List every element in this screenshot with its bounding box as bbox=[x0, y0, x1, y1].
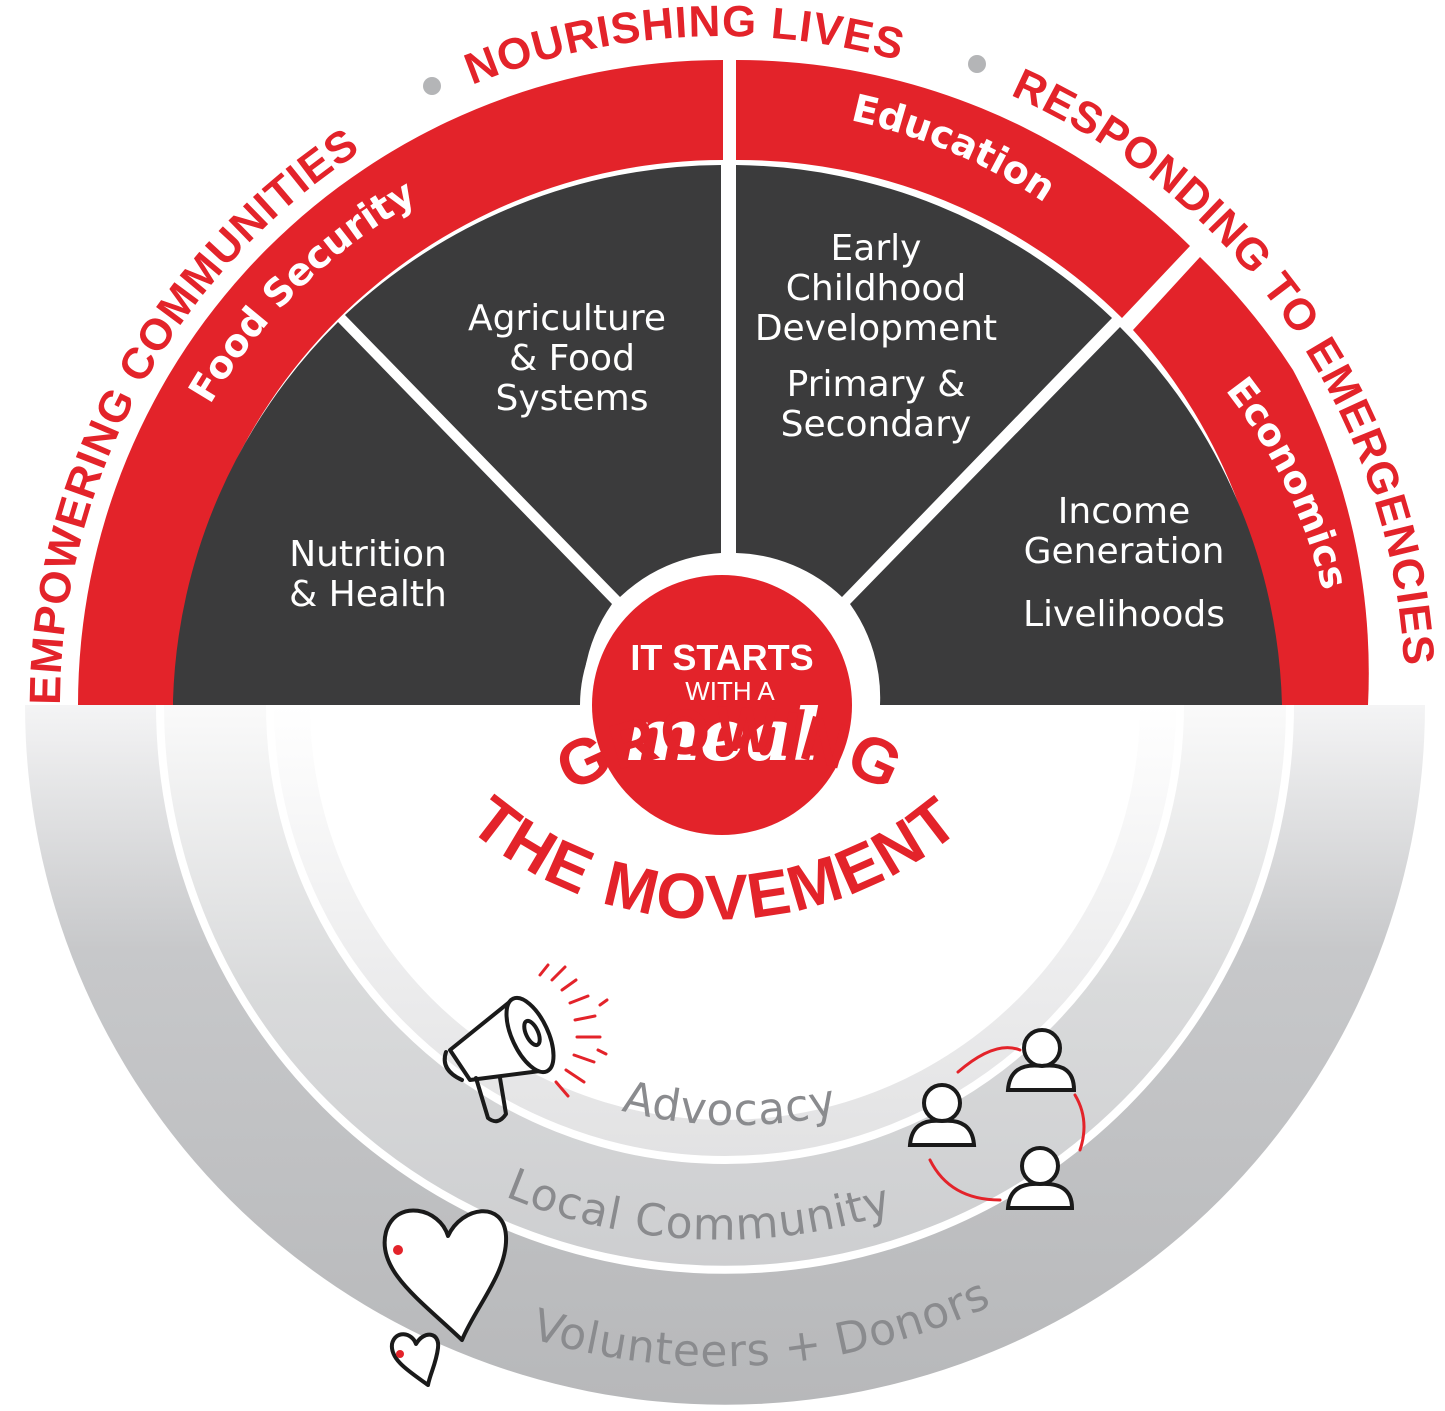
logo-line-1: IT STARTS bbox=[630, 637, 813, 678]
logo-line-3: meal bbox=[624, 692, 820, 777]
wedge-text-economics: Income Generation Livelihoods bbox=[1023, 491, 1225, 635]
people-network-icon bbox=[907, 1028, 1086, 1210]
wedge-line: Livelihoods bbox=[1023, 594, 1225, 635]
separator-dot bbox=[968, 55, 986, 73]
logo-line-2: WITH A bbox=[685, 676, 775, 706]
wedge-line: Systems bbox=[496, 378, 649, 419]
wedge-nutrition-health bbox=[173, 322, 612, 705]
band-economics bbox=[1133, 257, 1293, 705]
wedge-line: Secondary bbox=[781, 404, 972, 445]
wedge-line: Primary & bbox=[787, 364, 966, 405]
hearts-icon bbox=[382, 1208, 509, 1387]
wedge-education bbox=[736, 165, 1112, 597]
wedge-line: Income bbox=[1058, 491, 1190, 532]
wedge-text-nutrition: Nutrition & Health bbox=[289, 534, 447, 615]
wedge-line: Childhood bbox=[786, 268, 967, 309]
wedge-text-agriculture: Agriculture & Food Systems bbox=[468, 298, 666, 419]
logo-badge: IT STARTS WITH A meal bbox=[580, 563, 864, 847]
megaphone-icon bbox=[442, 963, 609, 1124]
wedge-line: & Health bbox=[289, 574, 447, 615]
ring-divider bbox=[266, 704, 1184, 1164]
wedge-line: & Food bbox=[509, 338, 635, 379]
ring-divider bbox=[156, 704, 1294, 1274]
wedge-economics bbox=[850, 327, 1282, 705]
wedge-agriculture bbox=[345, 165, 721, 597]
red-bands bbox=[78, 59, 1369, 705]
band-economics-tail bbox=[1293, 370, 1369, 705]
band-education bbox=[736, 59, 1190, 318]
separator-dot bbox=[423, 77, 441, 95]
wedge-line: Generation bbox=[1024, 531, 1225, 572]
wedge-line: Early bbox=[831, 228, 922, 269]
band-food-security bbox=[78, 60, 723, 705]
wedge-line: Nutrition bbox=[289, 534, 447, 575]
wedge-line: Agriculture bbox=[468, 298, 666, 339]
wedges bbox=[173, 165, 1282, 705]
wedge-text-education: Early Childhood Development Primary & Se… bbox=[755, 228, 997, 445]
wedge-line: Development bbox=[755, 308, 997, 349]
